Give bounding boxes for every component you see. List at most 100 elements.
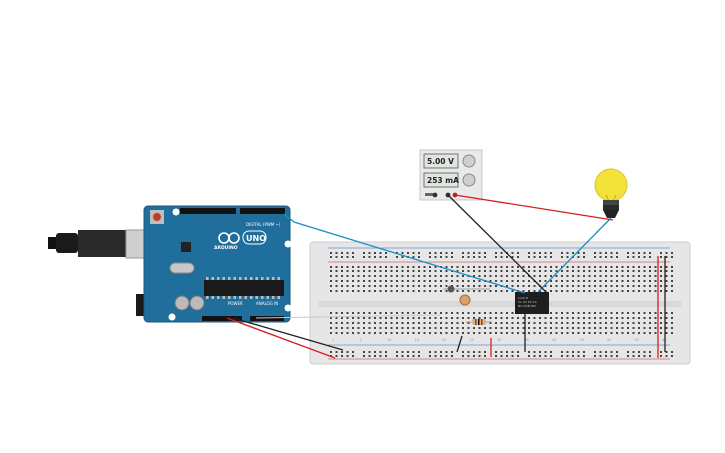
breadboard-hole <box>544 256 547 258</box>
breadboard-hole <box>341 351 343 353</box>
breadboard-hole <box>605 275 607 277</box>
breadboard-hole <box>374 256 376 258</box>
breadboard-hole <box>649 280 651 282</box>
breadboard-hole <box>506 355 508 357</box>
breadboard-hole <box>418 252 420 254</box>
photoresistor[interactable] <box>443 285 490 306</box>
breadboard-hole <box>495 332 497 334</box>
breadboard-hole <box>412 312 415 314</box>
breadboard-hole <box>445 317 448 319</box>
breadboard-hole <box>594 280 596 282</box>
breadboard-hole <box>616 256 618 258</box>
breadboard-holes <box>330 252 673 357</box>
breadboard-hole <box>561 351 563 353</box>
breadboard-hole <box>594 312 596 314</box>
breadboard-hole <box>456 285 459 287</box>
breadboard-hole <box>341 355 343 357</box>
breadboard-hole <box>638 327 640 329</box>
breadboard-hole <box>610 290 613 292</box>
breadboard-hole <box>495 285 497 287</box>
breadboard-hole <box>429 317 431 319</box>
breadboard-hole <box>484 327 486 329</box>
breadboard-hole <box>489 270 492 272</box>
breadboard-hole <box>418 270 420 272</box>
wire-red-psu-bulb[interactable] <box>454 194 614 221</box>
breadboard-hole <box>671 327 673 329</box>
chip-pin <box>255 296 258 299</box>
breadboard-column-number: 5 <box>360 338 362 342</box>
breadboard-hole <box>638 256 640 258</box>
breadboard-hole <box>341 322 343 324</box>
breadboard-hole <box>665 270 668 272</box>
power-switch[interactable] <box>425 193 433 196</box>
breadboard-hole <box>649 275 651 277</box>
wire-blue-bulb[interactable] <box>537 217 612 293</box>
arduino-uno-board[interactable]: DIGITAL (PWM ~) ARDUINO UNO POWER ANALOG… <box>48 205 292 323</box>
wire-analog[interactable] <box>255 314 441 319</box>
breadboard-hole <box>638 312 640 314</box>
breadboard-hole <box>440 280 442 282</box>
breadboard-hole <box>390 322 393 324</box>
breadboard-hole <box>456 275 459 277</box>
light-bulb[interactable] <box>594 168 628 218</box>
relay-module[interactable]: Lock It Co 3V 5V 1A NC COM NO <box>515 292 549 314</box>
breadboard-hole <box>352 322 354 324</box>
breadboard-hole <box>429 270 431 272</box>
breadboard-hole <box>583 266 585 268</box>
wires[interactable] <box>226 194 666 359</box>
resistor[interactable] <box>466 319 492 325</box>
breadboard-hole <box>605 256 607 258</box>
breadboard-hole <box>456 312 459 314</box>
breadboard-hole <box>643 290 646 292</box>
breadboard-hole <box>583 280 585 282</box>
breadboard-hole <box>555 327 558 329</box>
wire-black-gnd-rail[interactable] <box>232 317 344 351</box>
breadboard-hole <box>522 270 525 272</box>
terminal-negative[interactable] <box>432 192 438 198</box>
breadboard-hole <box>500 280 503 282</box>
breadboard-hole <box>638 266 640 268</box>
wire-blue-signal[interactable] <box>283 213 526 294</box>
breadboard-hole <box>649 312 651 314</box>
breadboard-hole <box>517 332 519 334</box>
model-label: UNO <box>246 234 266 243</box>
power-supply[interactable]: 5.00 V 253 mA <box>419 149 483 201</box>
breadboard-hole <box>445 280 448 282</box>
breadboard-hole <box>495 317 497 319</box>
breadboard-hole <box>330 351 332 353</box>
breadboard-hole <box>478 317 481 319</box>
breadboard-hole <box>434 351 437 353</box>
breadboard-hole <box>621 290 624 292</box>
breadboard-hole <box>528 290 530 292</box>
breadboard-hole <box>423 290 426 292</box>
breadboard-hole <box>368 327 371 329</box>
wire-black-psu-relay[interactable] <box>447 194 547 293</box>
breadboard-hole <box>495 266 497 268</box>
breadboard-hole <box>643 256 646 258</box>
chip-pin <box>266 296 269 299</box>
breadboard-hole <box>451 252 453 254</box>
breadboard-hole <box>500 317 503 319</box>
wire-red-5v-rail[interactable] <box>226 317 336 359</box>
wire-black-jumper[interactable] <box>456 335 463 353</box>
breadboard-hole <box>660 270 662 272</box>
voltage-knob[interactable] <box>462 154 476 168</box>
breadboard-hole <box>627 322 629 324</box>
breadboard-hole <box>616 312 618 314</box>
breadboard-hole <box>588 266 591 268</box>
breadboard-hole <box>654 290 657 292</box>
breadboard-hole <box>467 332 470 334</box>
breadboard-hole <box>473 290 475 292</box>
breadboard-hole <box>412 266 415 268</box>
breadboard-hole <box>335 270 338 272</box>
breadboard-hole <box>467 355 470 357</box>
current-knob[interactable] <box>462 173 476 187</box>
breadboard-hole <box>660 256 662 258</box>
breadboard-hole <box>341 256 343 258</box>
breadboard-hole <box>500 351 503 353</box>
breadboard-hole <box>506 322 508 324</box>
breadboard-hole <box>555 266 558 268</box>
breadboard-hole <box>544 252 547 254</box>
breadboard-hole <box>484 312 486 314</box>
